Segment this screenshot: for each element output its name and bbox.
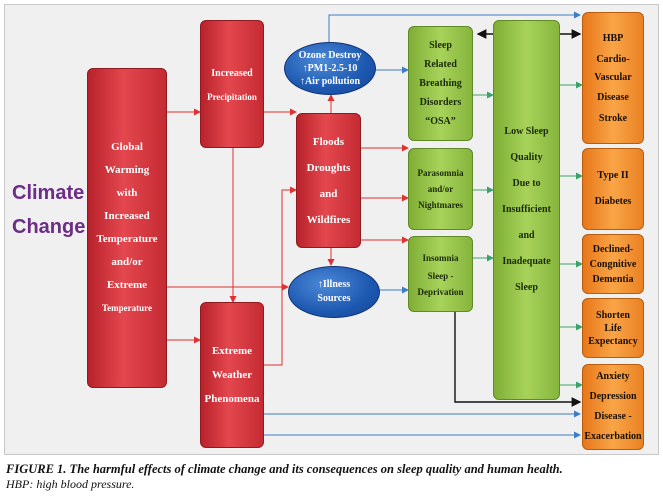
ozone-air-pollution-ellipse: Ozone Destroy ↑PM1-2.5-10 ↑Air pollution — [284, 42, 376, 95]
type2-diabetes-box: Type II Diabetes — [582, 148, 644, 230]
climate-change-label: Climate Change — [12, 182, 86, 238]
floods-droughts-wildfires-box: Floods Droughts and Wildfires — [296, 113, 361, 248]
global-warming-box: Global Warming with Increased Temperatur… — [87, 68, 167, 388]
illness-sources-ellipse: ↑Illness Sources — [288, 266, 380, 318]
life-expectancy-box: Shorten Life Expectancy — [582, 298, 644, 358]
extreme-weather-box: Extreme Weather Phenomena — [200, 302, 264, 448]
cognitive-dementia-box: Declined- Congnitive Dementia — [582, 234, 644, 294]
figure-caption: FIGURE 1. The harmful effects of climate… — [6, 462, 658, 492]
insomnia-box: Insomnia Sleep - Deprivation — [408, 236, 473, 312]
caption-title: FIGURE 1. The harmful effects of climate… — [6, 462, 563, 476]
low-sleep-quality-box: Low Sleep Quality Due to Insufficient an… — [493, 20, 560, 400]
anxiety-depression-box: Anxiety Depression Disease - Exacerbatio… — [582, 364, 644, 450]
parasomnia-box: Parasomnia and/or Nightmares — [408, 148, 473, 230]
hbp-cardiovascular-box: HBP Cardio- Vascular Disease Stroke — [582, 12, 644, 144]
increased-precipitation-box: Increased Precipitation — [200, 20, 264, 148]
caption-note: HBP: high blood pressure. — [6, 477, 135, 491]
sleep-breathing-disorders-box: Sleep Related Breathing Disorders “OSA” — [408, 26, 473, 141]
